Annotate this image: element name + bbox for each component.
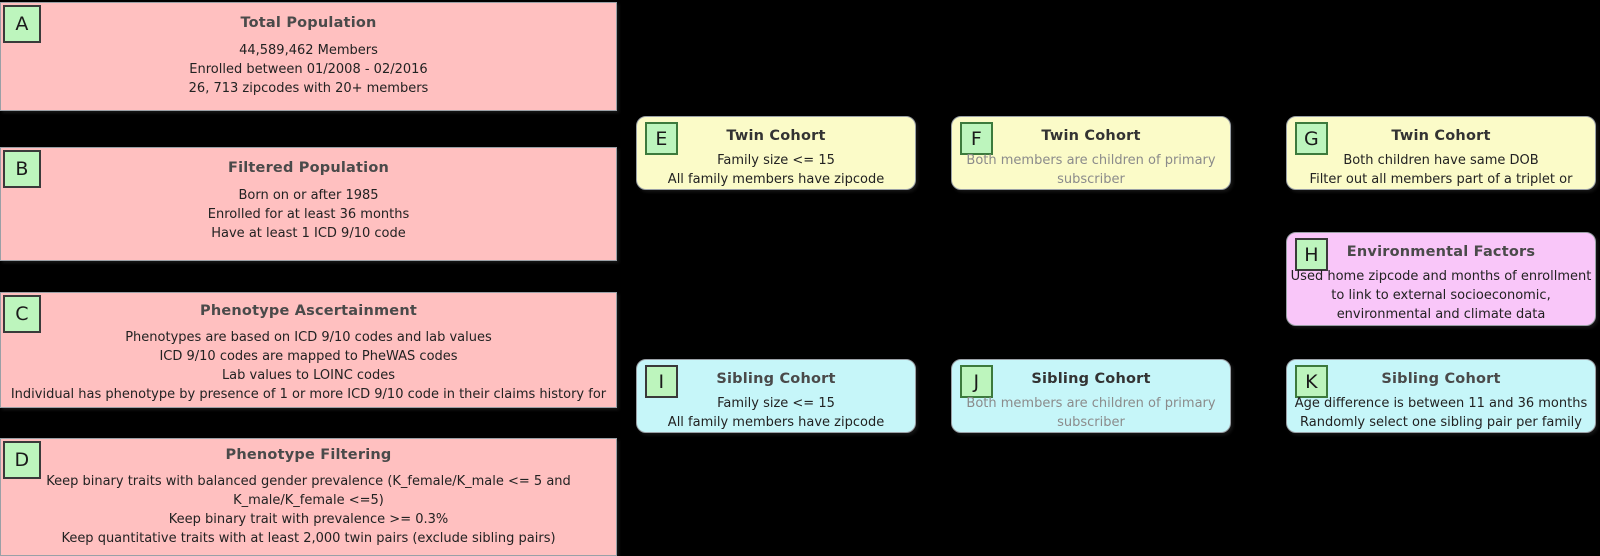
panel-environmental-factors[interactable]: H Environmental Factors Used home zipcod… <box>1286 232 1596 326</box>
panel-title-twin-cohort-e: Twin Cohort <box>726 128 826 144</box>
panel-title-phenotype-ascertainment: Phenotype Ascertainment <box>200 303 417 319</box>
panel-body-phenotype-ascertainment: Phenotypes are based on ICD 9/10 codes a… <box>10 330 607 407</box>
panel-body-twin-cohort-g: Both children have same DOB Filter out a… <box>1309 153 1573 187</box>
panel-badge-d: D <box>3 441 41 479</box>
panel-body-phenotype-filtering: Keep binary traits with balanced gender … <box>46 474 571 546</box>
panel-title-total-population: Total Population <box>240 15 377 31</box>
panel-title-environmental-factors: Environmental Factors <box>1346 244 1536 260</box>
panel-body-total-population: 44,589,462 Members Enrolled between 01/2… <box>188 43 429 96</box>
panel-badge-a: A <box>3 5 41 43</box>
panel-badge-c: C <box>3 295 41 333</box>
panel-phenotype-ascertainment[interactable]: C Phenotype Ascertainment Phenotypes are… <box>0 292 617 408</box>
panel-body-twin-cohort-e: Family size <= 15 All family members hav… <box>667 153 885 187</box>
panel-badge-h: H <box>1295 238 1328 271</box>
panel-title-twin-cohort-f: Twin Cohort <box>1041 128 1141 144</box>
panel-body-twin-cohort-f: Both members are children of primary sub… <box>966 153 1216 187</box>
panel-badge-f: F <box>960 122 993 155</box>
panel-total-population[interactable]: A Total Population 44,589,462 Members En… <box>0 2 617 111</box>
panel-title-sibling-cohort-j: Sibling Cohort <box>1031 371 1151 387</box>
panel-badge-b: B <box>3 150 41 188</box>
panel-title-phenotype-filtering: Phenotype Filtering <box>225 447 392 463</box>
panel-twin-cohort-g[interactable]: G Twin Cohort Both children have same DO… <box>1286 116 1596 190</box>
panel-badge-j: J <box>960 365 993 398</box>
panel-body-sibling-cohort-j: Both members are children of primary sub… <box>966 396 1216 430</box>
panel-title-sibling-cohort-k: Sibling Cohort <box>1381 371 1501 387</box>
panel-badge-i: I <box>645 365 678 398</box>
panel-body-sibling-cohort-k: Age difference is between 11 and 36 mont… <box>1294 396 1588 430</box>
panel-twin-cohort-e[interactable]: E Twin Cohort Family size <= 15 All fami… <box>636 116 916 190</box>
panel-body-environmental-factors: Used home zipcode and months of enrollme… <box>1290 269 1592 322</box>
panel-badge-k: K <box>1295 365 1328 398</box>
panel-body-sibling-cohort-i: Family size <= 15 All family members hav… <box>667 396 885 430</box>
panel-body-filtered-population: Born on or after 1985 Enrolled for at le… <box>207 188 410 241</box>
panel-sibling-cohort-j[interactable]: J Sibling Cohort Both members are childr… <box>951 359 1231 433</box>
panel-sibling-cohort-k[interactable]: K Sibling Cohort Age difference is betwe… <box>1286 359 1596 433</box>
panel-sibling-cohort-i[interactable]: I Sibling Cohort Family size <= 15 All f… <box>636 359 916 433</box>
panel-title-twin-cohort-g: Twin Cohort <box>1391 128 1491 144</box>
panel-filtered-population[interactable]: B Filtered Population Born on or after 1… <box>0 147 617 261</box>
panel-title-sibling-cohort-i: Sibling Cohort <box>716 371 836 387</box>
panel-title-filtered-population: Filtered Population <box>227 160 390 176</box>
panel-badge-e: E <box>645 122 678 155</box>
panel-phenotype-filtering[interactable]: D Phenotype Filtering Keep binary traits… <box>0 438 617 556</box>
panel-badge-g: G <box>1295 122 1328 155</box>
panel-twin-cohort-f[interactable]: F Twin Cohort Both members are children … <box>951 116 1231 190</box>
